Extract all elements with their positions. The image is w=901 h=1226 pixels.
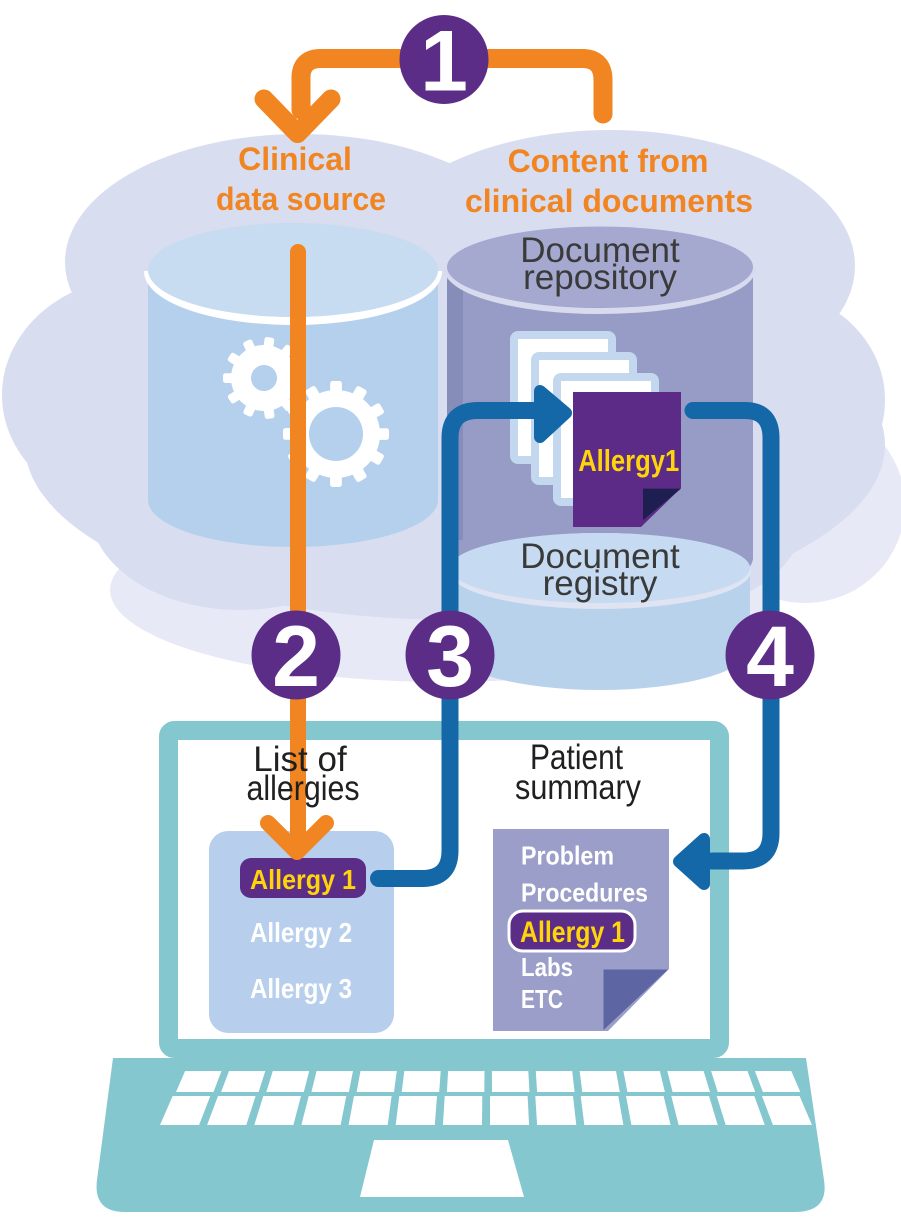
svg-text:2: 2 xyxy=(272,609,320,705)
svg-text:Allergy 3: Allergy 3 xyxy=(250,973,352,1004)
svg-text:Labs: Labs xyxy=(521,952,573,982)
svg-text:repository: repository xyxy=(523,258,677,297)
svg-text:Document: Document xyxy=(520,231,680,270)
svg-text:ETC: ETC xyxy=(521,984,563,1014)
svg-text:Clinical: Clinical xyxy=(238,141,352,177)
svg-text:Procedures: Procedures xyxy=(521,878,648,908)
svg-text:Patient: Patient xyxy=(530,738,623,777)
svg-text:Document: Document xyxy=(520,537,680,576)
svg-text:Allergy1: Allergy1 xyxy=(578,443,679,478)
svg-text:1: 1 xyxy=(420,14,468,110)
svg-text:Content from: Content from xyxy=(508,143,709,179)
svg-text:clinical documents: clinical documents xyxy=(465,183,753,219)
svg-text:summary: summary xyxy=(515,768,641,807)
svg-text:Allergy 1: Allergy 1 xyxy=(250,864,356,895)
svg-text:4: 4 xyxy=(746,609,794,705)
svg-text:Problem: Problem xyxy=(521,841,614,871)
svg-text:Allergy 1: Allergy 1 xyxy=(520,916,625,949)
svg-text:Allergy 2: Allergy 2 xyxy=(250,917,352,948)
svg-text:3: 3 xyxy=(426,609,474,705)
svg-text:data source: data source xyxy=(216,181,386,217)
svg-text:registry: registry xyxy=(543,564,658,603)
svg-text:allergies: allergies xyxy=(247,769,360,808)
svg-text:List of: List of xyxy=(253,740,347,779)
